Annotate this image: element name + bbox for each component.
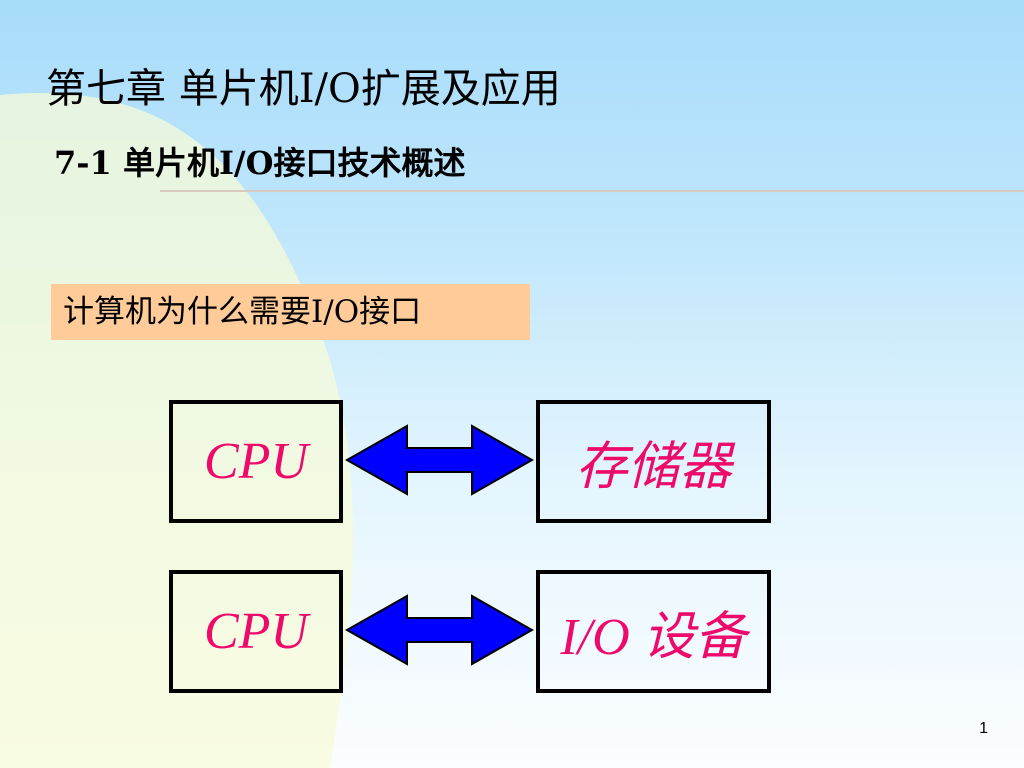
storage-box: 存储器 [536, 400, 771, 523]
divider-line [160, 190, 1024, 192]
question-callout: 计算机为什么需要I/O接口 [51, 284, 530, 340]
cpu-label-top: CPU [204, 433, 308, 490]
cpu-box-top: CPU [169, 400, 343, 523]
bidirectional-arrow-bottom [344, 594, 535, 666]
bidirectional-arrow-top [344, 424, 535, 496]
cpu-label-bottom: CPU [204, 603, 308, 660]
cpu-box-bottom: CPU [169, 570, 343, 693]
page-number: 1 [979, 720, 988, 737]
io-device-box: I/O 设备 [536, 570, 771, 693]
slide-title: 第七章 单片机I/O扩展及应用 [46, 66, 561, 112]
io-device-label: I/O 设备 [560, 609, 747, 666]
storage-label: 存储器 [575, 439, 732, 496]
section-subtitle: 7-1 单片机I/O接口技术概述 [54, 144, 466, 182]
